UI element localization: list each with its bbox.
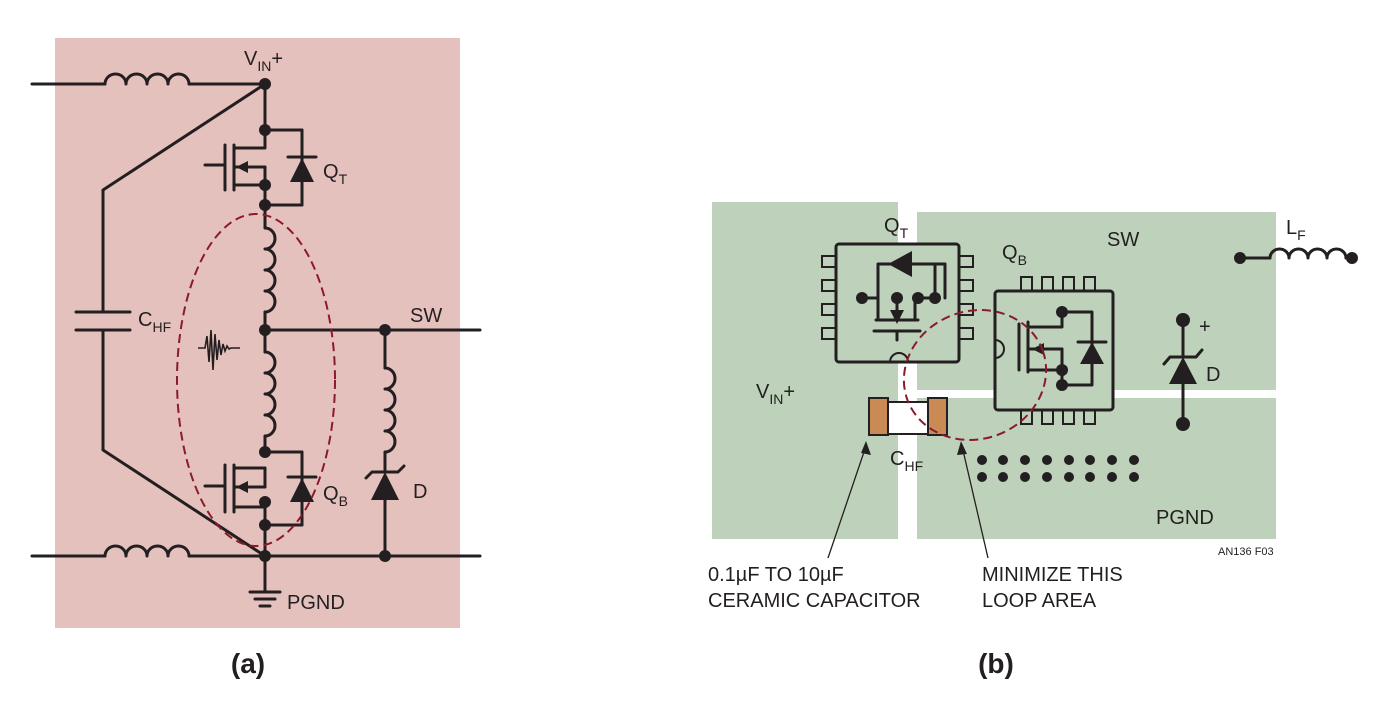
schottky-diode-b	[1162, 313, 1204, 431]
qt-label-b: QT	[884, 215, 909, 241]
plus-label-b: +	[1199, 316, 1211, 338]
capacitor-leader-line	[827, 445, 867, 559]
d-label-a: D	[413, 481, 427, 503]
output-inductor-a	[383, 328, 397, 472]
pgnd-copper	[917, 398, 1276, 539]
chf-label-b: CHF	[890, 448, 923, 474]
schottky-diode-a	[364, 464, 406, 562]
ringing-waveform-icon	[198, 329, 240, 371]
hot-loop-outline-b	[902, 309, 1048, 441]
capacitor-note-line1: 0.1µF TO 10µF	[708, 564, 844, 586]
qb-label-a: QB	[323, 483, 348, 509]
input-inductor-top	[30, 72, 267, 86]
caption-a: (a)	[231, 648, 265, 679]
pgnd-label-b: PGND	[1156, 507, 1214, 529]
qt-package-b	[821, 242, 974, 364]
schematic-panel-a: VIN+ QT QB CHF SW D PGND (a)	[30, 38, 482, 679]
d-label-b: D	[1206, 364, 1220, 386]
loop-note-line2: LOOP AREA	[982, 590, 1097, 612]
qt-mosfet-a	[203, 124, 318, 211]
hot-loop-outline-a	[176, 213, 336, 547]
capacitor-note-line2: CERAMIC CAPACITOR	[708, 590, 921, 612]
chf-capacitor-b	[868, 397, 948, 436]
vin-node-a	[259, 78, 271, 90]
pgnd-node-a	[259, 550, 271, 562]
input-inductor-bottom	[30, 544, 482, 558]
vin-label-b: VIN+	[756, 381, 795, 407]
chf-capacitor-a	[74, 82, 267, 558]
sw-label-b: SW	[1107, 229, 1139, 251]
figure-id: AN136 F03	[1218, 546, 1274, 558]
layout-panel-b: QT QB SW LF + D VIN+ CHF PGND AN136 F03 …	[708, 202, 1358, 679]
chf-label-a: CHF	[138, 309, 171, 335]
qt-label-a: QT	[323, 161, 348, 187]
panel-a-background	[55, 38, 460, 628]
capacitor-leader-arrow	[861, 441, 871, 455]
lf-label-b: LF	[1286, 217, 1306, 243]
loop-leader-line	[961, 445, 989, 559]
loop-leader-arrow	[957, 441, 967, 455]
lf-inductor-b	[1234, 247, 1358, 264]
qb-mosfet-a	[203, 446, 318, 531]
pgnd-label-a: PGND	[287, 592, 345, 614]
sw-label-a: SW	[410, 305, 442, 327]
vin-label-a: VIN+	[244, 48, 283, 74]
loop-note-line1: MINIMIZE THIS	[982, 564, 1123, 586]
ground-icon	[248, 590, 282, 608]
qb-label-b: QB	[1002, 242, 1027, 268]
caption-b: (b)	[978, 648, 1014, 679]
qb-package-b	[993, 276, 1115, 425]
pgnd-vias	[977, 455, 1139, 482]
